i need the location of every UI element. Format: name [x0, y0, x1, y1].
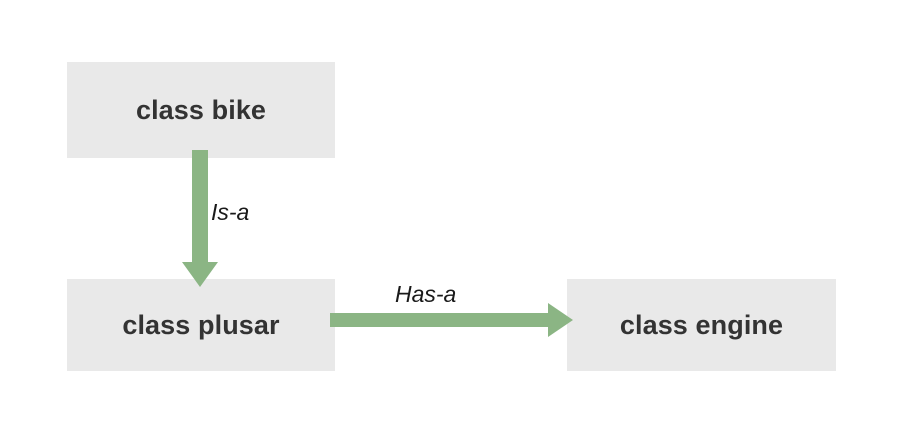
- class-node-bike-label: class bike: [135, 94, 267, 125]
- class-node-engine[interactable]: class engine: [567, 279, 836, 371]
- class-node-plusar-label: class plusar: [122, 309, 280, 340]
- is-a-arrow-down-icon: [182, 150, 218, 287]
- class-node-engine-label: class engine: [619, 309, 784, 340]
- class-node-bike[interactable]: class bike: [67, 62, 335, 158]
- has-a-arrow-right-icon: [330, 303, 573, 337]
- edge-label-has-a: Has-a: [395, 281, 457, 307]
- class-node-plusar[interactable]: class plusar: [67, 279, 335, 371]
- edge-label-is-a: Is-a: [211, 199, 250, 225]
